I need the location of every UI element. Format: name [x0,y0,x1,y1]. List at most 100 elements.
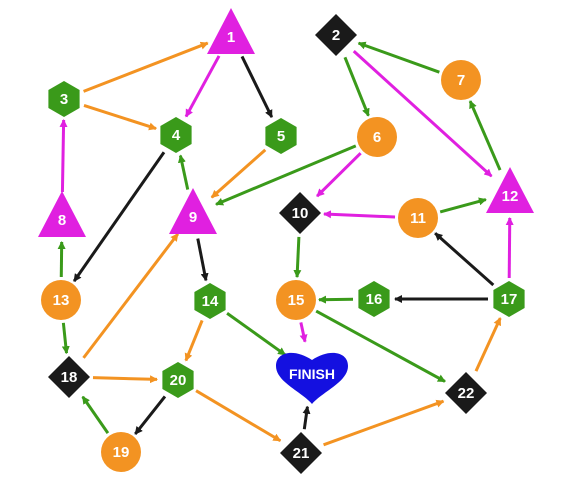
node-12: 12 [486,167,534,213]
node-label: 7 [457,72,465,89]
edge-4-to-13 [72,151,166,282]
circle-shape [398,198,438,238]
node-10: 10 [279,192,321,234]
node-label: 3 [60,91,68,108]
edge-14-to-20 [184,319,204,362]
circle-shape [441,60,481,100]
node-label: 22 [458,385,475,402]
edge-17-to-12 [505,216,514,279]
edge-21-to-22 [323,399,445,447]
node-label: 18 [61,369,78,386]
edge-22-to-17 [474,317,502,372]
diamond-shape [445,372,487,414]
edge-9-to-4 [177,154,190,190]
hexagon-shape [493,281,525,317]
node-label: 21 [293,445,310,462]
edge-6-to-9 [215,144,357,206]
triangle-shape [207,8,255,54]
circle-shape [357,117,397,157]
node-11: 11 [398,198,438,238]
edge-14-to-finish [226,312,287,357]
edge-15-to-22 [315,309,446,383]
node-19: 19 [101,432,141,472]
hexagon-shape [162,362,194,398]
node-7: 7 [441,60,481,100]
edge-11-to-12 [439,197,487,214]
node-8: 8 [38,191,86,237]
diamond-shape [315,14,357,56]
node-13: 13 [41,280,81,320]
node-label: 19 [113,444,130,461]
edge-7-to-2 [357,41,440,74]
edge-21-to-finish [302,405,311,430]
edge-20-to-19 [134,395,167,435]
hexagon-shape [265,118,297,154]
circle-shape [276,280,316,320]
edge-3-to-1 [83,41,209,93]
node-20: 20 [162,362,194,398]
node-label: 9 [189,209,197,226]
edge-12-to-7 [468,100,502,171]
edge-13-to-18 [61,322,70,355]
node-label: 1 [227,29,235,46]
node-17: 17 [493,281,525,317]
circle-shape [41,280,81,320]
hexagon-shape [160,117,192,153]
edge-9-to-14 [196,238,209,282]
node-15: 15 [276,280,316,320]
node-2: 2 [315,14,357,56]
node-label: 15 [288,292,305,309]
node-9: 9 [169,188,217,234]
diamond-shape [279,192,321,234]
node-label: 2 [332,27,340,44]
node-label: 12 [502,188,519,205]
node-3: 3 [48,81,80,117]
edge-layer [57,41,514,447]
node-finish: FINISH [276,352,348,404]
hexagon-shape [358,281,390,317]
edge-18-to-9 [82,232,180,359]
node-16: 16 [358,281,390,317]
edge-17-to-11 [434,232,495,287]
node-18: 18 [48,356,90,398]
node-label: 10 [292,205,309,222]
circle-shape [101,432,141,472]
edge-10-to-15 [293,236,302,279]
node-label: 13 [53,292,70,309]
triangle-shape [38,191,86,237]
node-label: FINISH [289,366,335,382]
node-label: 16 [366,291,383,308]
edge-18-to-20 [92,375,159,384]
edge-8-to-3 [59,118,68,193]
edge-20-to-21 [195,389,282,443]
node-6: 6 [357,117,397,157]
node-label: 11 [410,210,426,227]
edge-11-to-10 [322,210,396,219]
edge-6-to-10 [316,152,362,198]
node-label: 17 [501,291,518,308]
heart-shape [276,352,348,404]
hexagon-shape [194,283,226,319]
node-label: 14 [202,293,219,310]
edge-15-to-finish [299,322,308,343]
edge-3-to-4 [83,103,157,131]
hexagon-shape [48,81,80,117]
node-label: 6 [373,129,381,146]
edge-1-to-5 [240,55,274,119]
diamond-shape [280,432,322,474]
node-label: 4 [172,127,181,144]
node-1: 1 [207,8,255,54]
node-4: 4 [160,117,192,153]
diamond-shape [48,356,90,398]
node-label: 20 [170,372,187,389]
node-label: 8 [58,212,66,229]
node-21: 21 [280,432,322,474]
edge-5-to-9 [210,148,267,199]
edge-19-to-18 [81,395,110,434]
edge-2-to-6 [343,56,370,117]
triangle-shape [169,188,217,234]
edge-2-to-12 [352,50,493,178]
triangle-shape [486,167,534,213]
